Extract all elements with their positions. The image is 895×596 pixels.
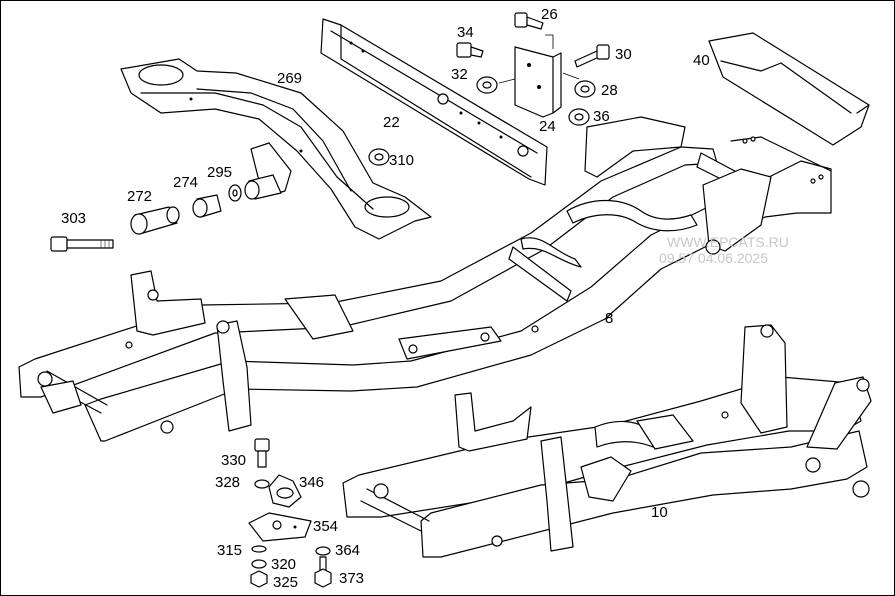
watermark-line-2: 09.57 04.06.2025 (659, 250, 768, 266)
callout-10: 10 (651, 504, 668, 521)
rail-bar-22 (320, 18, 548, 186)
nut-325 (250, 570, 268, 588)
washer-328 (254, 479, 270, 489)
frame-8 (18, 116, 832, 442)
callout-346: 346 (299, 474, 325, 491)
bolt-303 (50, 236, 114, 252)
callout-330: 330 (221, 452, 247, 469)
bolt-330 (254, 438, 270, 468)
bolt-373 (314, 556, 332, 588)
callout-24: 24 (539, 118, 556, 135)
frame-10 (342, 324, 872, 558)
pad-40 (708, 32, 870, 146)
callout-320: 320 (271, 556, 297, 573)
callout-303: 303 (61, 210, 87, 227)
sleeve-272 (130, 206, 180, 235)
callout-328: 328 (215, 474, 241, 491)
callout-373: 373 (339, 570, 365, 587)
callout-272: 272 (127, 188, 153, 205)
callout-325: 325 (273, 574, 299, 591)
callout-22: 22 (383, 114, 400, 131)
washer-315 (251, 545, 267, 553)
callout-354: 354 (313, 518, 339, 535)
callout-36: 36 (593, 108, 610, 125)
bolt-34 (456, 42, 484, 58)
callout-34: 34 (457, 24, 474, 41)
bolt-30 (574, 44, 610, 68)
callout-26: 26 (541, 6, 558, 23)
callout-269: 269 (277, 70, 303, 87)
callout-32: 32 (451, 66, 468, 83)
callout-310: 310 (389, 152, 415, 169)
callout-315: 315 (217, 542, 243, 559)
plate-354 (248, 512, 312, 542)
washer-364 (315, 546, 331, 556)
callout-274: 274 (173, 174, 199, 191)
mount-346 (268, 474, 302, 508)
callout-295: 295 (207, 164, 233, 181)
nut-36 (568, 108, 590, 126)
bushing-295-sleeve (244, 174, 282, 200)
nut-310 (368, 148, 390, 166)
nut-28 (574, 80, 596, 98)
bolt-26 (514, 12, 544, 30)
callout-40: 40 (693, 52, 710, 69)
nut-32 (476, 76, 498, 94)
bushing-274 (192, 194, 222, 218)
callout-28: 28 (601, 82, 618, 99)
washer-295 (228, 184, 242, 202)
cross-member-269 (120, 58, 432, 240)
callout-8: 8 (605, 310, 614, 327)
callout-364: 364 (335, 542, 361, 559)
bracket-24 (498, 34, 580, 118)
washer-320 (251, 559, 267, 569)
callout-30: 30 (615, 46, 632, 63)
watermark-line-1: WWW.EPCATS.RU (667, 234, 789, 250)
